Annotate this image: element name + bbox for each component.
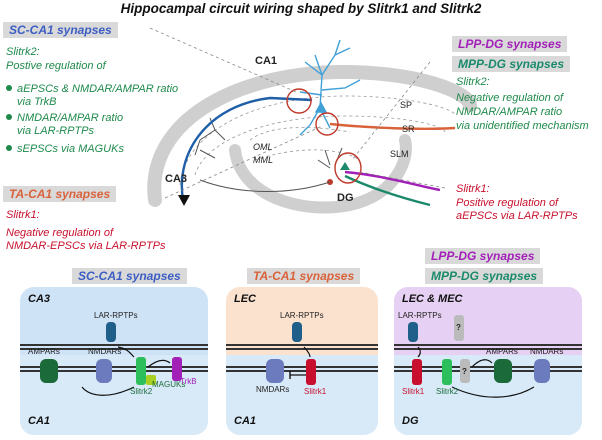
mid-post-label: CA1 bbox=[234, 415, 257, 427]
left-maguks-label: MAGUKs bbox=[152, 380, 186, 389]
right-ampars-label: AMPARs bbox=[486, 347, 518, 356]
lpp-axon bbox=[344, 170, 441, 192]
left-lar-label: LAR-RPTPs bbox=[94, 311, 138, 320]
slitrk2-left-sub: Postive regulation of bbox=[6, 60, 106, 72]
mid-pre-label: LEC bbox=[234, 293, 256, 305]
right-q2: ? bbox=[462, 367, 467, 376]
left-trkb-label: TrkB bbox=[180, 377, 197, 386]
mid-nmdars-label: NMDARs bbox=[256, 385, 290, 394]
sc-ca1-tag: SC-CA1 synapses bbox=[3, 22, 118, 38]
ta-ca1-tag: TA-CA1 synapses bbox=[3, 186, 117, 202]
slitrk1-right-line-1: Positive regulation of bbox=[456, 197, 559, 209]
slitrk2-right-line-3: via unidentified mechanism bbox=[456, 120, 589, 132]
mpp-axon bbox=[344, 174, 431, 207]
hippocampus-schematic bbox=[147, 27, 477, 214]
bullet-3: sEPSCs via MAGUKs bbox=[6, 143, 124, 156]
bullet-2b: via LAR-RPTPs bbox=[17, 125, 95, 137]
bullet-1: aEPSCs & NMDAR/AMPAR ratio bbox=[6, 83, 178, 96]
right-post-label: DG bbox=[402, 415, 419, 427]
layer-slm: SLM bbox=[390, 149, 409, 159]
left-slitrk2-label: Slitrk2 bbox=[130, 387, 153, 396]
bottom-mpp-dg-tag: MPP-DG synapses bbox=[425, 268, 544, 284]
panel-lpp-mpp-dg: LEC & MEC DG LAR-RPTPs ? ? AMPARs NMDARs… bbox=[394, 287, 582, 435]
region-dg: DG bbox=[337, 192, 354, 204]
bullet-2: NMDAR/AMPAR ratio bbox=[6, 112, 123, 125]
figure-title: Hippocampal circuit wiring shaped by Sli… bbox=[120, 1, 482, 16]
left-nmdars-label: NMDARs bbox=[88, 347, 122, 356]
mpp-dg-tag: MPP-DG synapses bbox=[452, 56, 571, 72]
layer-sr: SR bbox=[402, 124, 415, 134]
dg-band bbox=[229, 134, 412, 214]
layer-sp: SP bbox=[400, 100, 413, 110]
right-pre-label: LEC & MEC bbox=[402, 293, 463, 305]
slitrk2-right-head: Slitrk2: bbox=[456, 76, 490, 88]
mid-slitrk1-label: Slitrk1 bbox=[304, 387, 327, 396]
bottom-lpp-dg-tag: LPP-DG synapses bbox=[425, 248, 541, 264]
layer-oml: OML bbox=[253, 142, 273, 152]
left-post-label: CA1 bbox=[28, 415, 51, 427]
layer-mml: MML bbox=[253, 155, 273, 165]
left-pre-label: CA3 bbox=[28, 293, 51, 305]
slitrk2-left-head: Slitrk2: bbox=[6, 46, 40, 58]
slitrk1-left-line-1: Negative regulation of bbox=[6, 227, 114, 239]
right-slitrk1-label: Slitrk1 bbox=[402, 387, 425, 396]
ca1-neuron bbox=[299, 39, 361, 136]
lpp-dg-tag: LPP-DG synapses bbox=[452, 36, 568, 52]
bottom-ta-ca1-tag: TA-CA1 synapses bbox=[247, 268, 361, 284]
mid-lar-label: LAR-RPTPs bbox=[280, 311, 324, 320]
sc-axon bbox=[180, 96, 313, 201]
bottom-sc-ca1-tag: SC-CA1 synapses bbox=[72, 268, 187, 284]
right-nmdars-label: NMDARs bbox=[530, 347, 564, 356]
right-lar-label: LAR-RPTPs bbox=[398, 311, 442, 320]
panel-sc-ca1: CA3 CA1 LAR-RPTPs AMPARs NMDARs Slitrk2 … bbox=[20, 287, 208, 435]
slitrk1-right-head: Slitrk1: bbox=[456, 183, 490, 195]
slitrk1-left-head: Slitrk1: bbox=[6, 209, 40, 221]
panel-ta-ca1: LEC CA1 LAR-RPTPs NMDARs Slitrk1 bbox=[226, 287, 378, 435]
bullet-1b: via TrkB bbox=[17, 96, 57, 108]
slitrk2-right-line-2: NMDAR/AMPAR ratio bbox=[456, 106, 563, 118]
left-ampars-label: AMPARs bbox=[28, 347, 60, 356]
right-slitrk2-label: Slitrk2 bbox=[436, 387, 459, 396]
region-ca3: CA3 bbox=[165, 173, 188, 185]
right-q1: ? bbox=[456, 323, 461, 332]
ca-band bbox=[147, 64, 477, 207]
slitrk2-right-line-1: Negative regulation of bbox=[456, 92, 564, 104]
slitrk1-left-line-2: NMDAR-EPSCs via LAR-RPTPs bbox=[6, 240, 166, 252]
region-ca1: CA1 bbox=[255, 55, 278, 67]
ta-axon bbox=[329, 122, 456, 130]
slitrk1-right-line-2: aEPSCs via LAR-RPTPs bbox=[456, 210, 578, 222]
